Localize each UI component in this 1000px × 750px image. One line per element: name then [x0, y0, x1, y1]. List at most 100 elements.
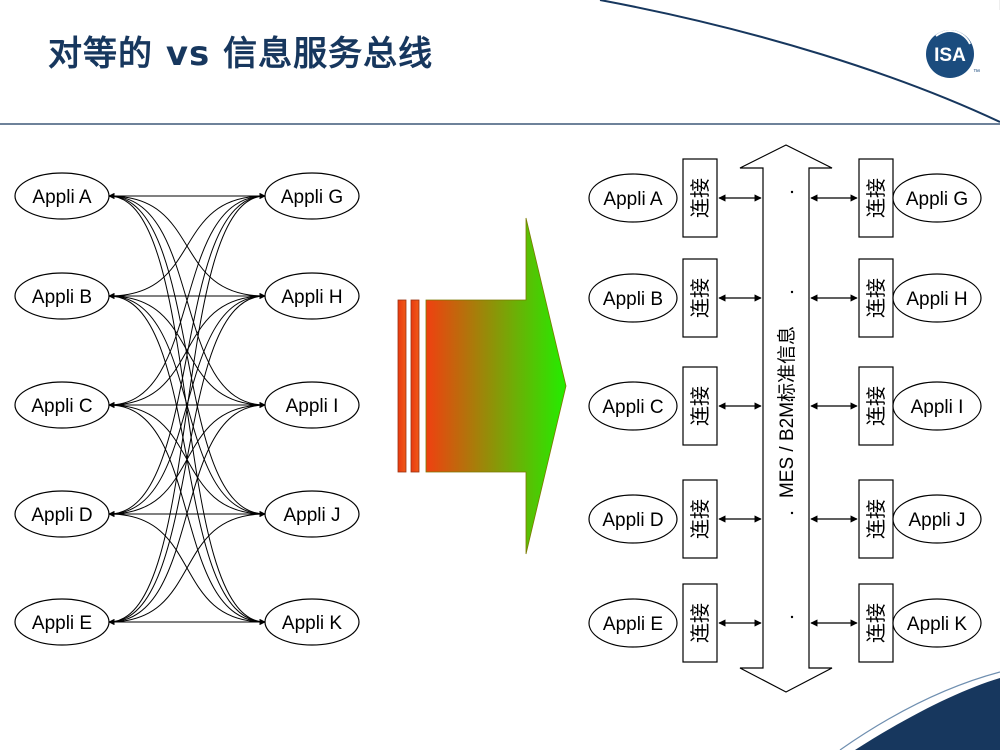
connector-box: [682, 158, 718, 238]
app-node-label: Appli D: [602, 510, 663, 531]
connector-box: [682, 583, 718, 663]
connector-box: [858, 366, 894, 446]
connector-label: 连接: [688, 278, 712, 318]
app-node-appli-i-bus-right: Appli I: [892, 381, 982, 431]
peer-link: [108, 293, 266, 408]
app-node-label: Appli D: [31, 505, 92, 526]
logo-text: ISA: [934, 45, 966, 66]
app-node-label: Appli G: [281, 187, 343, 208]
app-node-label: Appli H: [906, 289, 967, 310]
connector-label: 连接: [688, 603, 712, 643]
bus-dot: [790, 398, 794, 402]
app-node-appli-j-bus-right: Appli J: [892, 494, 982, 544]
peer-link: [108, 193, 266, 517]
app-node-label: Appli C: [602, 397, 663, 418]
app-node-label: Appli I: [911, 397, 964, 418]
app-node-appli-e-bus-left: Appli E: [588, 598, 678, 648]
app-node-shape: [14, 381, 110, 429]
bus-label: MES / B2M标准信息: [776, 326, 798, 498]
connector-right: 连接: [858, 258, 894, 338]
footer-swoosh: [855, 678, 1000, 750]
arrow-body: [425, 217, 567, 555]
app-node-shape: [588, 173, 678, 223]
peer-link: [108, 193, 266, 299]
app-node-appli-k-p2p-right: Appli K: [264, 598, 360, 646]
bus-dot: [790, 190, 794, 194]
app-node-appli-e-p2p-left: Appli E: [14, 598, 110, 646]
app-node-appli-a-p2p-left: Appli A: [14, 172, 110, 220]
app-node-label: Appli G: [906, 189, 968, 210]
peer-link: [108, 193, 266, 625]
app-node-label: Appli E: [32, 613, 92, 634]
connector-right: 连接: [858, 366, 894, 446]
app-node-shape: [588, 273, 678, 323]
app-node-shape: [264, 272, 360, 320]
bus-arrow: [739, 144, 833, 693]
app-node-shape: [588, 381, 678, 431]
slide-title: 对等的 vs 信息服务总线: [48, 34, 434, 74]
app-node-shape: [14, 598, 110, 646]
header-swoosh: [599, 0, 1000, 123]
app-node-shape: [892, 494, 982, 544]
app-node-label: Appli A: [603, 189, 662, 210]
header-decoration: [0, 0, 1000, 125]
connector-right: 连接: [858, 583, 894, 663]
app-node-shape: [588, 494, 678, 544]
peer-link: [108, 193, 266, 408]
app-node-appli-c-bus-left: Appli C: [588, 381, 678, 431]
app-node-appli-g-bus-right: Appli G: [892, 173, 982, 223]
app-node-label: Appli H: [281, 287, 342, 308]
app-node-shape: [14, 272, 110, 320]
connector-label: 连接: [864, 603, 888, 643]
arrow-bar-2: [410, 299, 420, 473]
logo-tm: ™: [973, 69, 980, 76]
bus-dot: [790, 290, 794, 294]
connector-label: 连接: [864, 386, 888, 426]
transition-arrow: [397, 217, 567, 555]
footer-decoration: [839, 671, 1000, 750]
connector-left: 连接: [682, 158, 718, 238]
app-node-appli-h-bus-right: Appli H: [892, 273, 982, 323]
app-node-label: Appli K: [907, 614, 968, 635]
app-node-label: Appli I: [286, 396, 339, 417]
connector-box: [682, 479, 718, 559]
app-node-shape: [264, 490, 360, 538]
isa-logo: ISA ™: [926, 30, 980, 78]
app-node-shape: [14, 490, 110, 538]
connector-label: 连接: [688, 386, 712, 426]
bus-dot: [790, 615, 794, 619]
app-node-shape: [264, 172, 360, 220]
app-node-shape: [892, 273, 982, 323]
bus-nodes: 连接连接连接连接连接连接连接连接连接连接Appli AAppli BAppli …: [588, 158, 982, 663]
app-node-appli-j-p2p-right: Appli J: [264, 490, 360, 538]
app-node-label: Appli E: [603, 614, 663, 635]
app-node-shape: [892, 381, 982, 431]
app-node-appli-i-p2p-right: Appli I: [264, 381, 360, 429]
connector-left: 连接: [682, 479, 718, 559]
connector-label: 连接: [688, 178, 712, 218]
app-node-label: Appli B: [603, 289, 663, 310]
app-node-label: Appli K: [282, 613, 343, 634]
app-node-shape: [892, 173, 982, 223]
app-node-label: Appli A: [32, 187, 91, 208]
app-node-appli-h-p2p-right: Appli H: [264, 272, 360, 320]
app-node-appli-d-p2p-left: Appli D: [14, 490, 110, 538]
peer-link: [108, 511, 266, 625]
connector-left: 连接: [682, 583, 718, 663]
app-node-appli-g-p2p-right: Appli G: [264, 172, 360, 220]
app-node-appli-k-bus-right: Appli K: [892, 598, 982, 648]
app-node-appli-a-bus-left: Appli A: [588, 173, 678, 223]
app-node-appli-b-p2p-left: Appli B: [14, 272, 110, 320]
app-node-appli-d-bus-left: Appli D: [588, 494, 678, 544]
connector-box: [682, 258, 718, 338]
app-node-shape: [264, 598, 360, 646]
app-node-shape: [264, 381, 360, 429]
app-node-label: Appli J: [283, 505, 340, 526]
logo-disc: [926, 30, 974, 78]
peer-connections: [108, 193, 266, 625]
connector-left: 连接: [682, 366, 718, 446]
connector-box: [858, 583, 894, 663]
connector-right: 连接: [858, 479, 894, 559]
